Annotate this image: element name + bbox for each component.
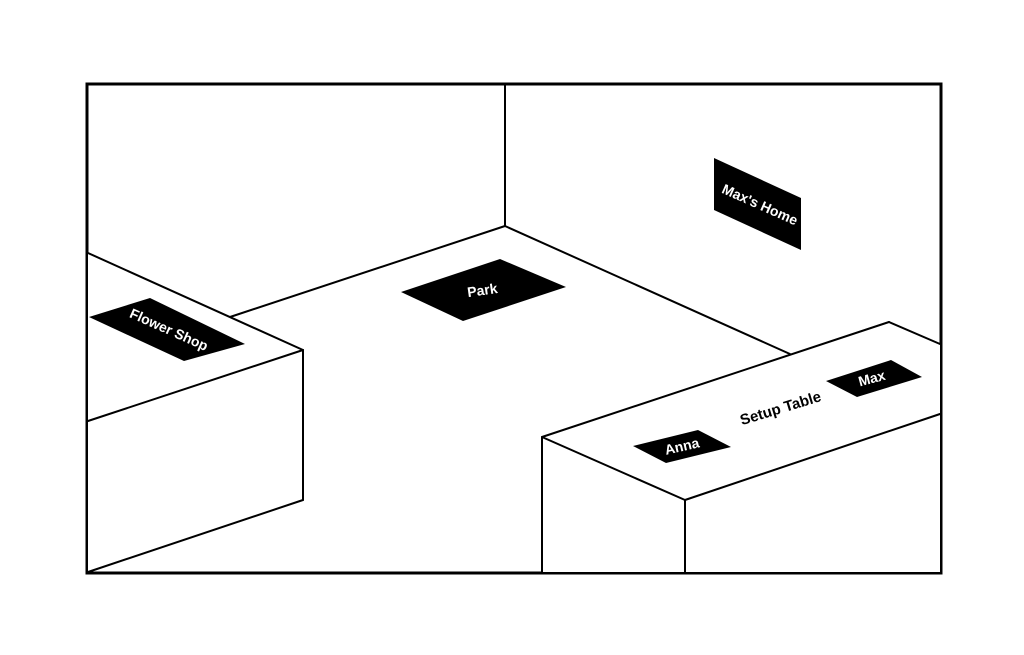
maxs-home-tag[interactable]: Max's Home xyxy=(714,158,801,250)
park-tag[interactable]: Park xyxy=(401,259,566,321)
room-walls xyxy=(229,84,791,355)
park-label: Park xyxy=(466,280,499,300)
floor-edge-left xyxy=(229,225,506,318)
anna-label: Anna xyxy=(663,434,701,458)
setup-table-block xyxy=(541,321,941,573)
max-tag[interactable]: Max xyxy=(826,360,922,397)
anna-tag[interactable]: Anna xyxy=(633,430,731,463)
flower-shop-tag[interactable]: Flower Shop xyxy=(89,298,245,361)
max-label: Max xyxy=(856,367,887,390)
flower-shop-block xyxy=(87,252,304,573)
floor-edge-right xyxy=(504,225,791,355)
scene-frame xyxy=(85,82,943,575)
